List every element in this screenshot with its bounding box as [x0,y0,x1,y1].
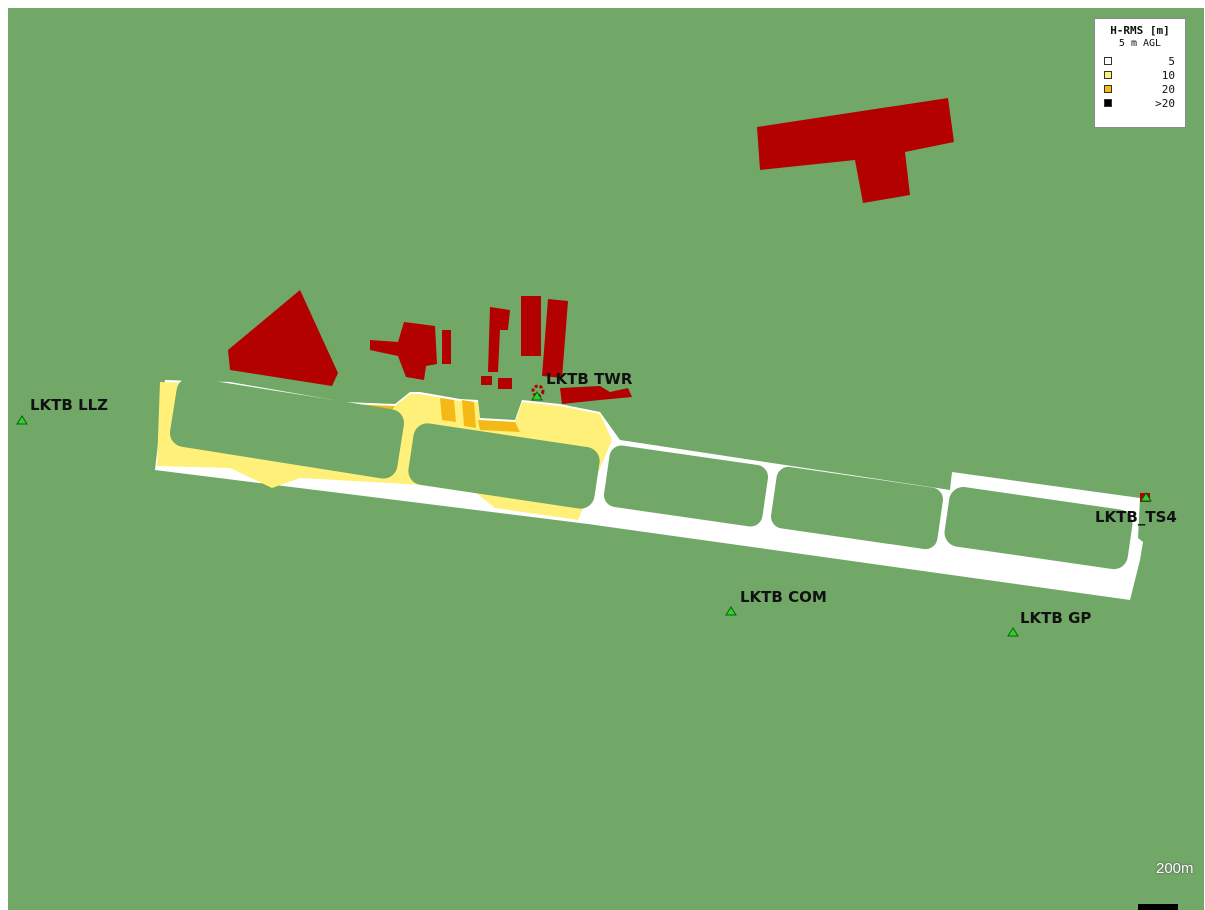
runway-complex [155,377,1143,600]
triangle-icon [1007,627,1019,637]
infield [408,423,600,509]
building [498,378,512,389]
legend-label: 5 [1168,55,1175,68]
coverage-zone-20m [462,400,476,428]
station-label: LKTB_TS4 [1095,508,1177,526]
legend-title: H-RMS [m] [1110,24,1170,37]
station-lktb-gp[interactable]: LKTB GP [1007,609,1091,637]
building [542,299,568,378]
legend-item: 5 [1095,55,1185,69]
infield [169,377,405,479]
building [488,307,510,372]
legend-label: 20 [1161,83,1175,96]
triangle-icon [531,391,543,401]
stations: LKTB LLZ LKTB TWR LKTB_TS4 LKTB COM LKTB… [16,370,1177,637]
triangle-icon [16,415,28,425]
building [442,330,451,364]
infield [771,466,943,550]
coverage-zone-20m [478,420,520,432]
legend-item: 20 [1095,83,1185,97]
buildings [228,98,1150,502]
station-lktb-ts4[interactable]: LKTB_TS4 [1095,492,1177,526]
legend-label: 10 [1161,69,1175,82]
building [370,322,437,380]
station-lktb-twr[interactable]: LKTB TWR [531,370,633,401]
building [481,376,492,385]
station-lktb-com[interactable]: LKTB COM [725,588,827,616]
building [228,290,338,386]
infield [603,445,769,527]
station-label: LKTB LLZ [30,396,108,414]
station-label: LKTB COM [740,588,827,606]
station-label: LKTB TWR [546,370,633,388]
building [521,296,541,356]
station-lktb-llz[interactable]: LKTB LLZ [16,396,108,425]
station-label: LKTB GP [1020,609,1091,627]
legend-item: >20 [1095,97,1185,111]
legend-label: >20 [1155,97,1175,110]
legend-subtitle: 5 m AGL [1118,38,1162,49]
legend-swatch [1104,85,1112,93]
legend: H-RMS [m] 5 m AGL 5 10 20 >20 [1094,18,1186,128]
scale-label: 200m [1156,860,1194,877]
legend-swatch [1104,71,1112,79]
infield [944,487,1133,570]
scale-bar [1138,904,1178,910]
triangle-icon [1140,492,1152,502]
legend-swatch [1104,57,1112,65]
coverage-zone-20m [440,398,456,422]
triangle-icon [725,606,737,616]
legend-swatch [1104,99,1112,107]
building [560,386,632,404]
legend-item: 10 [1095,69,1185,83]
building [757,98,954,203]
